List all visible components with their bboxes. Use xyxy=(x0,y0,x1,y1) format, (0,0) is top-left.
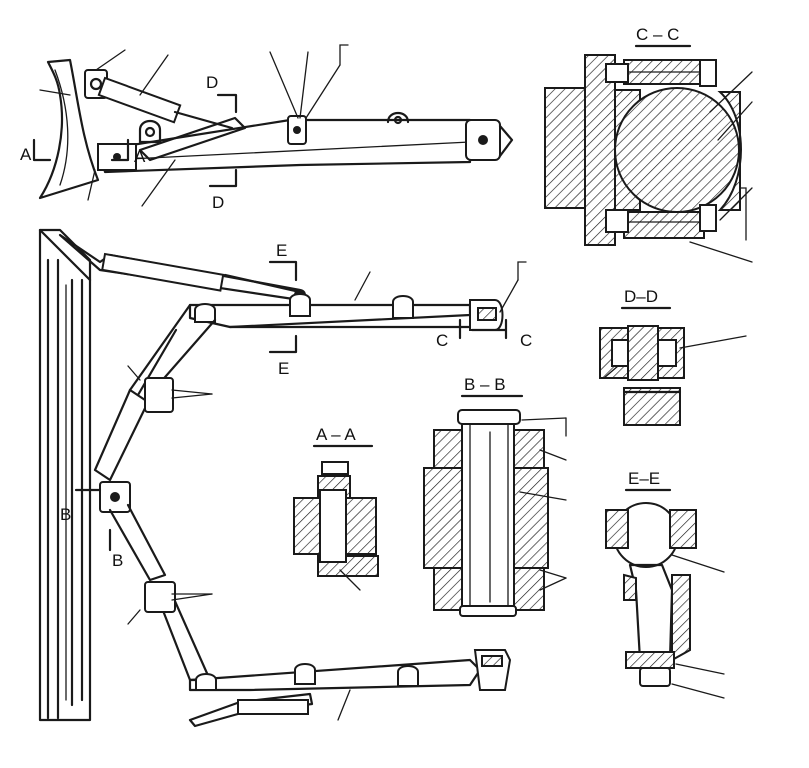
lower-push-arm xyxy=(188,658,482,692)
section-marker-c-left: C xyxy=(436,331,448,350)
section-c-c: C – C xyxy=(544,25,753,263)
section-marker-e-bottom: E xyxy=(278,359,289,378)
side-view: A A D D xyxy=(20,44,514,212)
section-a-a: A – A xyxy=(293,425,379,591)
section-marker-a-right: A xyxy=(134,147,146,166)
section-d-d: D–D xyxy=(599,287,747,426)
section-marker-b-lower: B xyxy=(112,551,123,570)
plan-view: E E C C B B xyxy=(38,228,532,728)
section-title-b-b: B – B xyxy=(464,375,506,394)
upper-push-arm xyxy=(188,303,472,329)
section-b-b: B – B xyxy=(423,375,567,617)
section-marker-d-top: D xyxy=(206,73,218,92)
section-title-c-c: C – C xyxy=(636,25,679,44)
section-title-d-d: D–D xyxy=(624,287,658,306)
section-marker-c-right: C xyxy=(520,331,532,350)
section-title-e-e: E–E xyxy=(628,469,660,488)
section-e-e: E–E xyxy=(605,469,725,699)
section-title-a-a: A – A xyxy=(316,425,356,444)
section-marker-a-left: A xyxy=(20,145,32,164)
section-marker-e-top: E xyxy=(276,241,287,260)
push-frame xyxy=(98,118,472,174)
section-marker-b-upper: B xyxy=(60,505,71,524)
section-marker-d-bottom: D xyxy=(212,193,224,212)
blade xyxy=(38,58,100,200)
tilt-cylinder xyxy=(97,76,182,124)
